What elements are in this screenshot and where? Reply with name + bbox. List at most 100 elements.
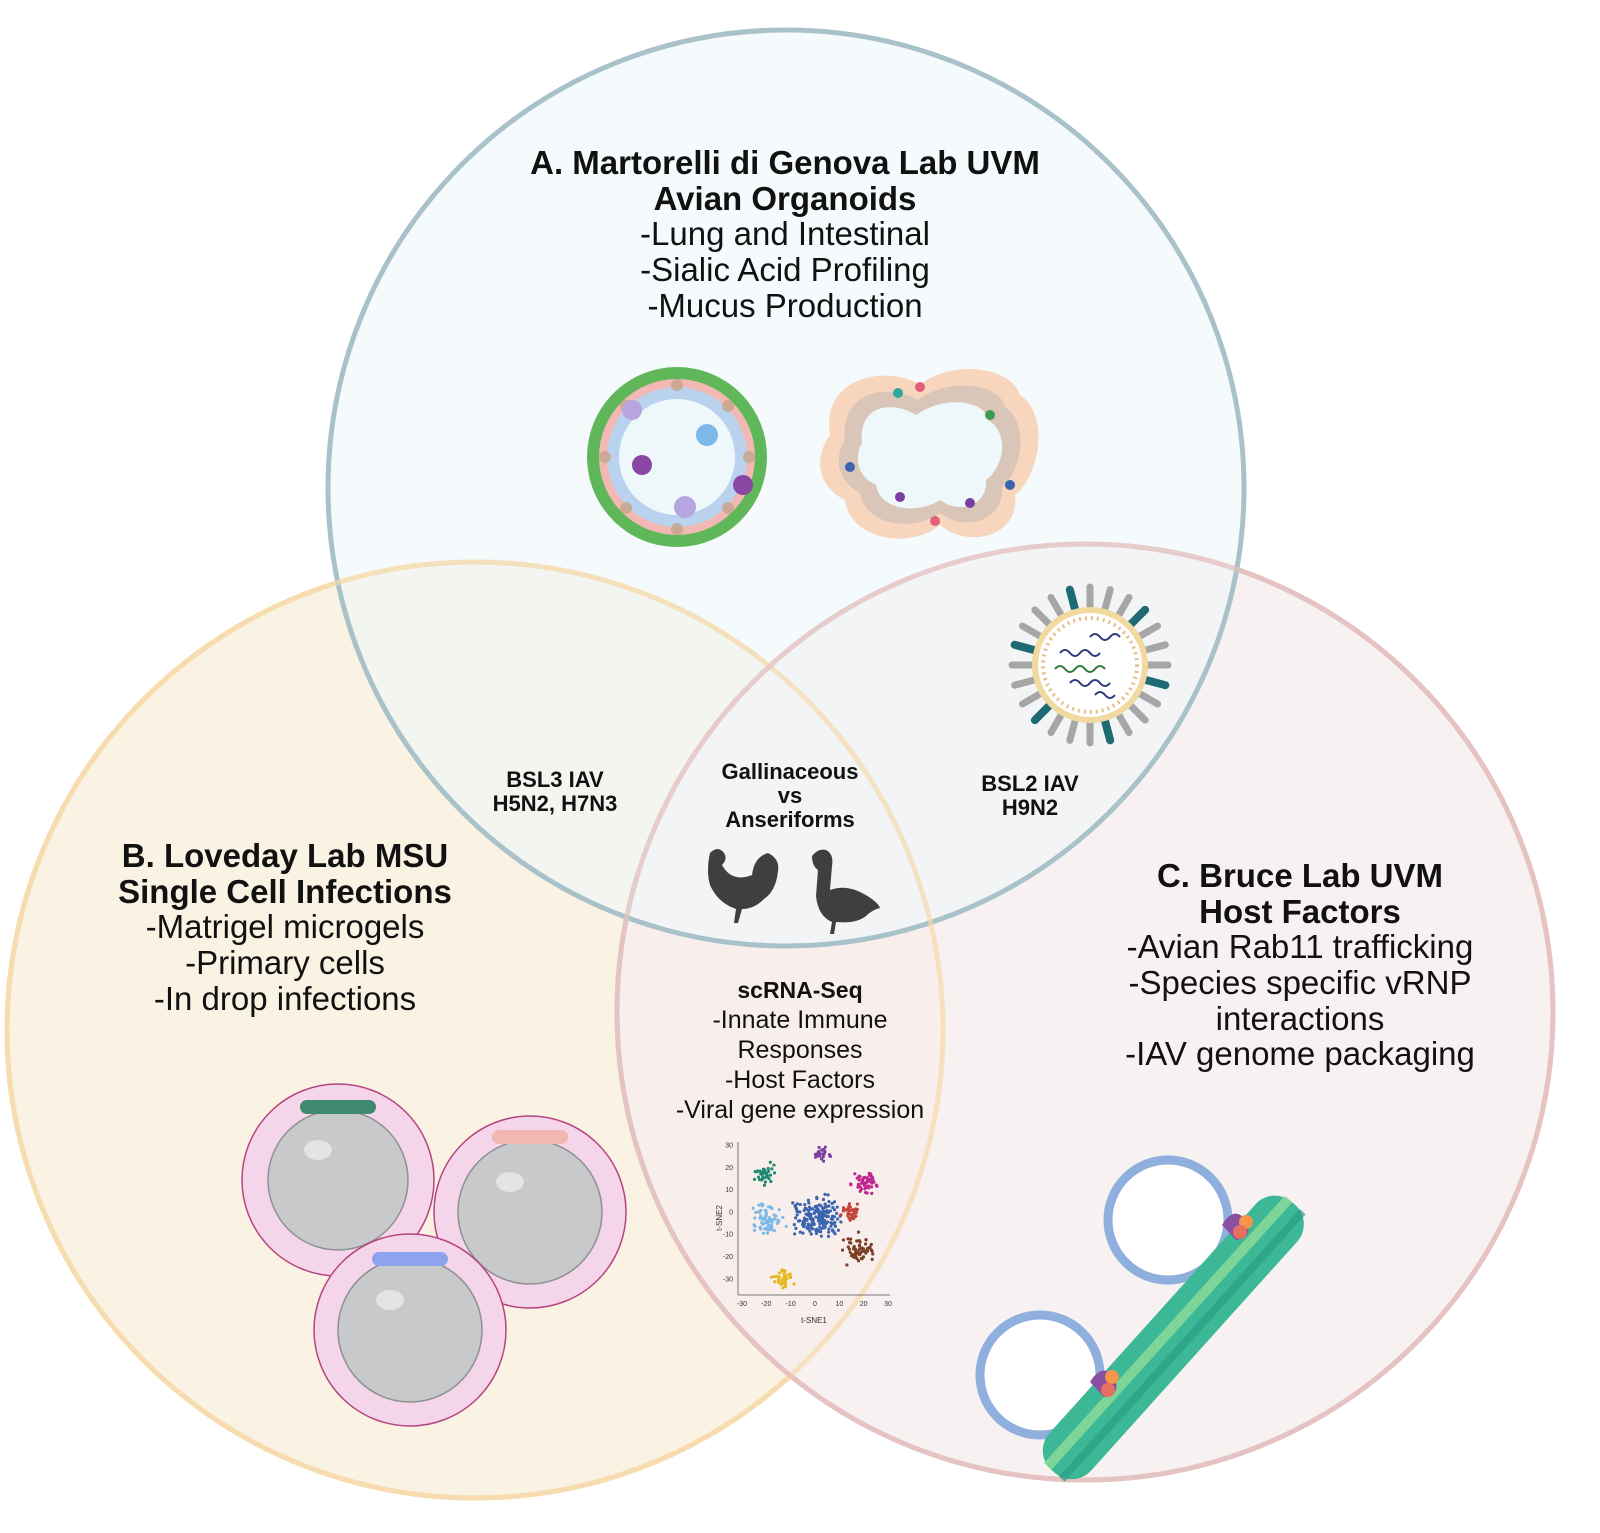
tsne-point-light-blue [769, 1220, 773, 1224]
tsne-point-teal [764, 1171, 768, 1175]
tsne-point-brown [848, 1240, 852, 1245]
overlap-abc-line: Gallinaceous [721, 759, 859, 784]
tsne-point-teal [769, 1179, 773, 1184]
tsne-point-light-blue [752, 1228, 757, 1232]
tsne-point-teal [768, 1173, 773, 1177]
overlap-ab-label: BSL3 IAV H5N2, H7N3 [455, 768, 655, 816]
tsne-point-light-blue [757, 1210, 762, 1214]
circle-a-subtitle: Avian Organoids [653, 179, 917, 217]
tsne-point-teal [759, 1172, 763, 1176]
tsne-point-blue [825, 1210, 829, 1214]
tsne-point-red [852, 1217, 856, 1221]
chicken-icon [708, 849, 779, 923]
tsne-point-teal [766, 1166, 770, 1171]
overlap-ac-line: BSL2 IAV [981, 771, 1079, 796]
circle-c-item: -IAV genome packaging [1125, 1035, 1475, 1073]
tsne-point-magenta [870, 1191, 874, 1195]
tsne-point-brown [857, 1243, 862, 1247]
tsne-point-red [841, 1206, 846, 1210]
overlap-abc-label: Gallinaceous vs Anseriforms [680, 760, 900, 831]
tsne-point-teal [770, 1167, 774, 1171]
circle-a-item: -Mucus Production [647, 286, 923, 324]
tsne-point-brown [868, 1245, 872, 1249]
tsne-point-blue [792, 1222, 796, 1227]
tsne-point-light-blue [764, 1211, 768, 1215]
tsne-point-magenta [855, 1176, 859, 1180]
hemagglutinin-spike [1140, 641, 1169, 655]
circle-c-label: C. Bruce Lab UVM Host Factors -Avian Rab… [1060, 858, 1540, 1072]
tsne-point-light-blue [764, 1226, 768, 1231]
tsne-point-blue [794, 1226, 798, 1230]
tsne-point-light-blue [770, 1206, 774, 1211]
microgel-cell-3 [313, 1233, 507, 1427]
circle-c-item: -Species specific vRNP [1128, 963, 1472, 1001]
tsne-point-blue [803, 1202, 807, 1207]
tsne-point-blue [791, 1201, 795, 1205]
tsne-point-blue [793, 1232, 797, 1236]
tsne-point-gold [775, 1274, 779, 1279]
overlap-ac-label: BSL2 IAV H9N2 [950, 772, 1110, 820]
tsne-point-blue [813, 1205, 817, 1209]
tsne-point-purple [817, 1149, 821, 1154]
overlap-ab-line: H5N2, H7N3 [492, 790, 618, 816]
tsne-point-gold [785, 1277, 789, 1281]
tsne-point-magenta [865, 1177, 870, 1181]
tsne-point-gold [777, 1275, 782, 1279]
hemagglutinin-spike [1114, 593, 1133, 621]
tsne-point-light-blue [753, 1224, 757, 1228]
tsne-ytick-label: -20 [723, 1254, 733, 1261]
tsne-point-purple [813, 1155, 818, 1159]
hemagglutinin-spike [1100, 586, 1114, 615]
tsne-xtick-label: 10 [835, 1301, 843, 1308]
tsne-point-teal [773, 1171, 777, 1175]
circle-b-subtitle: Single Cell Infections [118, 872, 452, 910]
tsne-point-teal [764, 1174, 769, 1179]
circle-a-title: A. Martorelli di Genova Lab UVM [530, 144, 1040, 181]
tsne-point-blue [794, 1216, 798, 1220]
tsne-point-magenta [863, 1175, 867, 1179]
tsne-point-red [844, 1208, 848, 1212]
tsne-point-light-blue [760, 1221, 764, 1225]
overlap-bc-item: -Viral gene expression [675, 1095, 925, 1124]
tsne-point-gold [787, 1273, 791, 1277]
tsne-point-blue [827, 1227, 831, 1231]
tsne-point-magenta [867, 1186, 871, 1190]
tsne-point-blue [809, 1212, 813, 1216]
intestinal-organoid-icon [820, 368, 1039, 539]
tsne-point-light-blue [765, 1231, 770, 1235]
tsne-point-blue [806, 1224, 810, 1229]
tsne-point-blue [809, 1232, 813, 1236]
circle-b-label: B. Loveday Lab MSU Single Cell Infection… [60, 838, 510, 1016]
circle-a-label: A. Martorelli di Genova Lab UVM Avian Or… [440, 145, 1130, 323]
overlap-ac-line: H9N2 [1001, 794, 1059, 820]
tsne-point-brown [860, 1246, 864, 1250]
tsne-point-brown [847, 1247, 852, 1251]
tsne-point-blue [815, 1195, 819, 1199]
tsne-point-magenta [849, 1182, 853, 1186]
tsne-point-gold [777, 1271, 781, 1275]
tsne-point-gold [781, 1286, 785, 1290]
tsne-ytick-label: 0 [729, 1209, 733, 1216]
overlap-bc-label: scRNA-Seq -Innate Immune Responses -Host… [640, 977, 960, 1125]
tsne-point-light-blue [768, 1226, 773, 1230]
tsne-point-blue [827, 1204, 831, 1208]
tsne-point-teal [760, 1178, 764, 1182]
tsne-point-red [847, 1209, 852, 1213]
tsne-xtick-label: 0 [813, 1301, 817, 1308]
tsne-point-blue [795, 1213, 799, 1217]
tsne-point-brown [864, 1237, 868, 1242]
tsne-ytick-label: -30 [723, 1276, 733, 1283]
tsne-point-red [855, 1208, 859, 1212]
tsne-point-light-blue [773, 1217, 777, 1221]
tsne-point-blue [819, 1234, 824, 1238]
circle-b-title: B. Loveday Lab MSU [121, 837, 449, 874]
tsne-point-blue [824, 1204, 829, 1209]
tsne-point-brown [849, 1237, 853, 1241]
tsne-point-blue [805, 1218, 809, 1222]
tsne-point-blue [833, 1224, 838, 1228]
tsne-point-blue [814, 1215, 818, 1219]
tsne-point-brown [855, 1239, 859, 1243]
tsne-point-magenta [858, 1175, 862, 1179]
tsne-point-blue [833, 1232, 837, 1236]
